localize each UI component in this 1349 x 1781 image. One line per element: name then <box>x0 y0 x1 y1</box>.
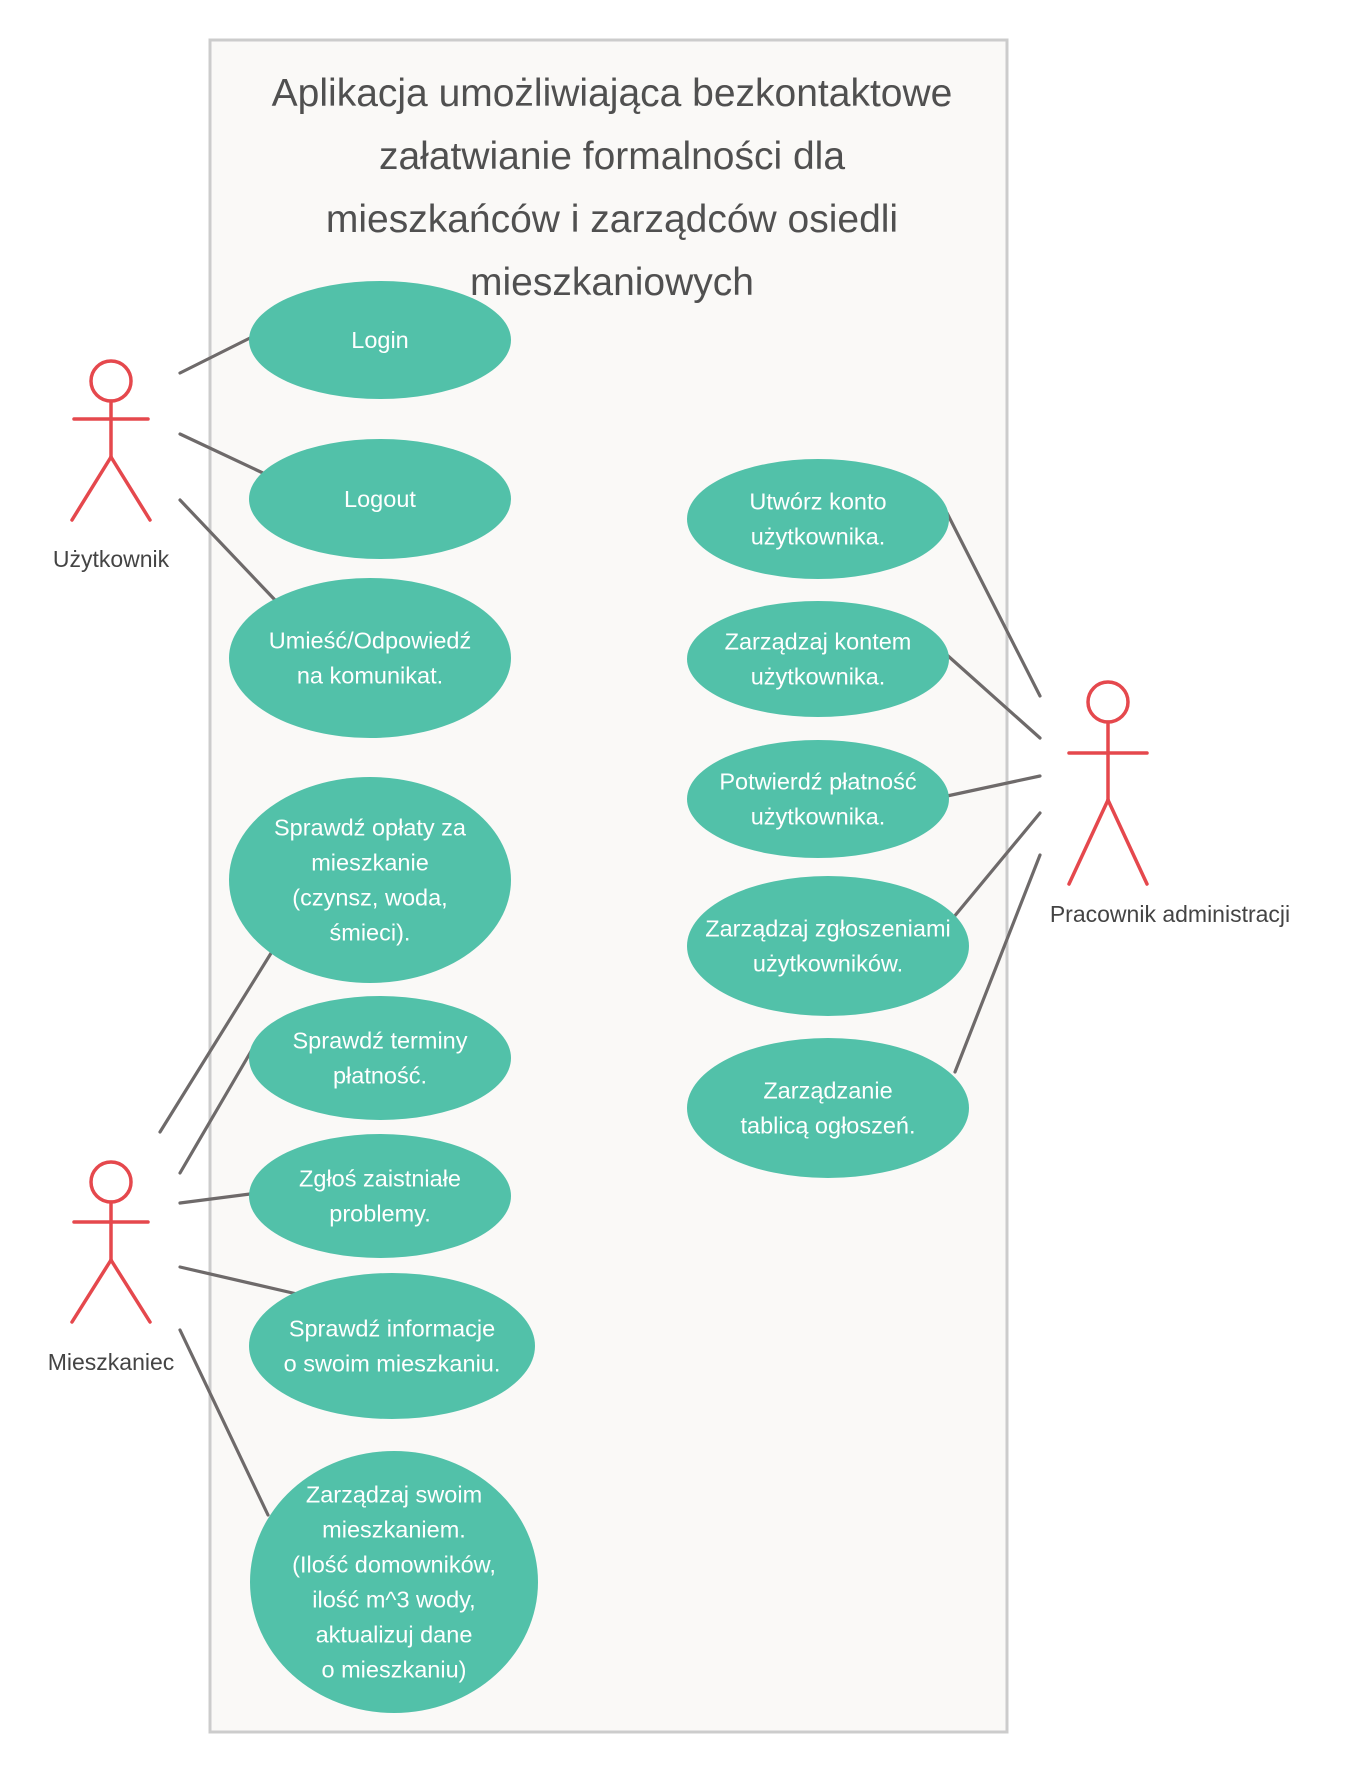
system-title-line: mieszkańców i zarządców osiedli <box>325 198 899 241</box>
connectors <box>158 336 1042 1517</box>
actor-uzytkownik[interactable] <box>70 359 152 522</box>
use-case-label-line: (czynsz, woda, <box>292 885 447 911</box>
use-case-label-line: Logout <box>344 486 416 512</box>
connector-pracownik-zgloszenia <box>951 811 1042 920</box>
connector-mieszkaniec-oplaty <box>158 948 275 1134</box>
use-case-label-line: śmieci). <box>330 920 411 946</box>
connector-pracownik-potwierdz <box>945 774 1042 798</box>
use-case-label-line: Potwierdź płatność <box>719 769 916 795</box>
use-case-label-line: o mieszkaniu) <box>322 1657 467 1683</box>
connector-pracownik-utworz <box>945 511 1042 698</box>
use-case-logout[interactable]: Logout <box>249 439 511 559</box>
connector-pracownik-kontem <box>945 653 1042 740</box>
system-title-line: załatwianie formalności dla <box>378 135 846 178</box>
use-case-label-line: użytkownika. <box>751 804 886 830</box>
use-case-label-line: Zarządzaj swoim <box>306 1482 482 1508</box>
use-case-label-line: użytkownika. <box>751 524 886 550</box>
use-case-label-line: Sprawdź terminy <box>293 1028 468 1054</box>
use-case-login[interactable]: Login <box>249 281 511 399</box>
use-case-zarzadzaj-mieszkaniem[interactable]: Zarządzaj swoim mieszkaniem. (Ilość domown… <box>250 1451 538 1713</box>
use-case-label-line: użytkowników. <box>753 951 903 977</box>
use-case-label-line: problemy. <box>329 1201 430 1227</box>
connector-pracownik-tablica <box>953 853 1042 1074</box>
use-case-label-line: ilość m^3 wody, <box>312 1587 475 1613</box>
use-case-label-line: o swoim mieszkaniu. <box>284 1351 501 1377</box>
use-case-label-line: Sprawdź informacje <box>289 1316 495 1342</box>
use-case-label-line: Zarządzanie <box>763 1078 892 1104</box>
connector-mieszkaniec-zarzadzaj <box>178 1328 270 1517</box>
use-case-umiesc[interactable]: Umieść/Odpowiedź na komunikat. <box>229 578 511 738</box>
use-case-label-line: Zarządzaj zgłoszeniami <box>705 916 951 942</box>
use-case-label-line: użytkownika. <box>751 664 886 690</box>
use-case-label-line: mieszkaniem. <box>322 1517 466 1543</box>
connector-uzytkownik-logout <box>178 432 267 476</box>
actor-label-pracownik: Pracownik administracji <box>1050 901 1290 927</box>
use-case-label-line: tablicą ogłoszeń. <box>740 1113 915 1139</box>
connector-mieszkaniec-informacje <box>178 1265 299 1296</box>
use-case-label-line: Sprawdź opłaty za <box>274 815 467 841</box>
use-case-label-line: Utwórz konto <box>749 489 886 515</box>
use-case-zgloszenia[interactable]: Zarządzaj zgłoszeniami użytkowników. <box>687 876 969 1016</box>
system-title: Aplikacja umożliwiająca bezkontaktowe za… <box>216 62 1008 314</box>
use-case-potwierdz[interactable]: Potwierdź płatność użytkownika. <box>687 740 949 858</box>
use-case-label-line: Login <box>351 327 409 353</box>
use-case-informacje[interactable]: Sprawdź informacje o swoim mieszkaniu. <box>249 1273 535 1419</box>
use-case-label-line: Zgłoś zaistniałe <box>299 1166 461 1192</box>
actor-label-uzytkownik: Użytkownik <box>53 546 170 572</box>
use-case-label-line: na komunikat. <box>297 663 443 689</box>
use-case-problemy[interactable]: Zgłoś zaistniałe problemy. <box>249 1134 511 1258</box>
svg-text:Login: Login <box>351 327 409 353</box>
use-case-label-line: (Ilość domowników, <box>292 1552 496 1578</box>
use-case-terminy[interactable]: Sprawdź terminy płatność. <box>249 996 511 1120</box>
connector-uzytkownik-umiesc <box>178 498 277 602</box>
use-case-label-line: mieszkanie <box>311 850 429 876</box>
use-case-label-line: aktualizuj dane <box>316 1622 473 1648</box>
actor-mieszkaniec[interactable] <box>70 1160 152 1324</box>
use-case-tablica[interactable]: Zarządzanie tablicą ogłoszeń. <box>687 1038 969 1178</box>
system-title-line: mieszkaniowych <box>470 261 754 304</box>
connector-mieszkaniec-terminy <box>178 1046 255 1175</box>
use-case-label-line: płatność. <box>333 1063 427 1089</box>
svg-text:Logout: Logout <box>344 486 416 512</box>
use-case-label-line: Umieść/Odpowiedź <box>269 628 471 654</box>
actor-pracownik[interactable] <box>1067 680 1149 886</box>
connector-mieszkaniec-problemy <box>178 1192 252 1205</box>
use-case-label-line: Zarządzaj kontem <box>725 629 912 655</box>
use-case-utworz-konto[interactable]: Utwórz konto użytkownika. <box>687 459 949 579</box>
connector-uzytkownik-login <box>178 336 252 375</box>
use-case-zarzadzaj-kontem[interactable]: Zarządzaj kontem użytkownika. <box>687 601 949 717</box>
system-title-line: Aplikacja umożliwiająca bezkontaktowe <box>271 72 953 115</box>
use-case-oplaty[interactable]: Sprawdź opłaty za mieszkanie (czynsz, woda… <box>229 777 511 983</box>
actor-label-mieszkaniec: Mieszkaniec <box>48 1349 175 1375</box>
